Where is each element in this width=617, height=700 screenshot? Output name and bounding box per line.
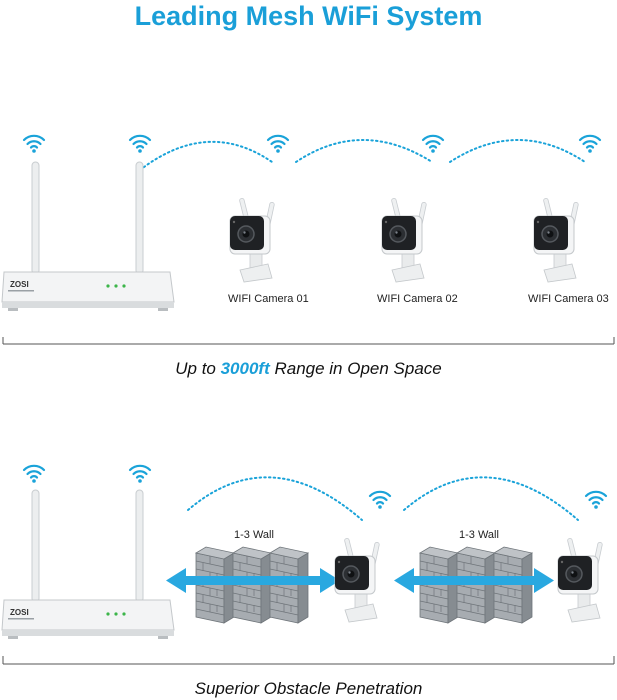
mesh-link: [403, 476, 579, 521]
wifi-icon: [266, 134, 290, 154]
wifi-icon: [128, 134, 152, 154]
range-bracket: [2, 337, 615, 345]
range-caption: Up to 3000ft Range in Open Space: [0, 359, 617, 379]
router-icon: ZOSI: [1, 489, 175, 640]
double-arrow-icon: [166, 568, 340, 593]
wifi-icon: [22, 134, 46, 154]
wifi-icon: [584, 490, 608, 510]
camera-icon: [334, 537, 381, 623]
caption-suffix: Range in Open Space: [269, 359, 442, 378]
camera-label: WIFI Camera 02: [377, 293, 458, 305]
mesh-link: [449, 139, 586, 163]
camera-icon: [557, 537, 604, 623]
caption-prefix: Up to: [175, 359, 221, 378]
wall-label: 1-3 Wall: [459, 529, 499, 541]
wifi-icon: [368, 490, 392, 510]
page-title: Leading Mesh WiFi System: [134, 1, 483, 31]
range-bracket: [2, 656, 615, 665]
mesh-link: [295, 139, 433, 163]
camera-label: WIFI Camera 01: [228, 293, 309, 305]
camera-label: WIFI Camera 03: [528, 293, 609, 305]
wifi-icon: [22, 464, 46, 484]
router-brand: ZOSI: [10, 608, 29, 617]
mesh-link: [187, 476, 363, 521]
wifi-icon: [578, 134, 602, 154]
router-brand: ZOSI: [10, 280, 29, 289]
wifi-icon: [421, 134, 445, 154]
camera-icon: [381, 197, 428, 283]
double-arrow-icon: [394, 568, 554, 593]
penetration-caption: Superior Obstacle Penetration: [194, 679, 423, 698]
wall-label: 1-3 Wall: [234, 529, 274, 541]
mesh-link: [139, 140, 273, 171]
caption-highlight: 3000ft: [220, 359, 270, 378]
router-icon: ZOSI: [1, 161, 175, 312]
camera-icon: [533, 197, 580, 283]
camera-icon: [229, 197, 276, 283]
wifi-icon: [128, 464, 152, 484]
